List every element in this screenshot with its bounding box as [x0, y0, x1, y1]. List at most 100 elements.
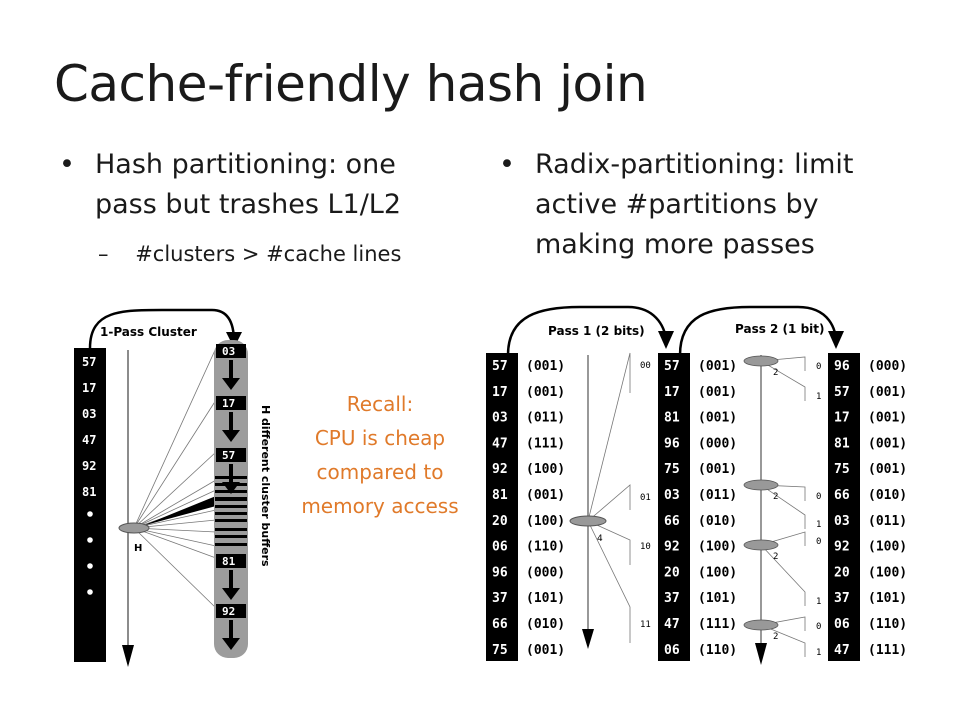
pass2-bit-label: 1 [816, 597, 821, 607]
key-value: 20 [664, 565, 680, 580]
pass2-hash [743, 539, 779, 551]
buffer-head [216, 554, 246, 568]
key-bits: (111) [698, 617, 737, 632]
key-bits: (001) [698, 385, 737, 400]
key-bits: (100) [868, 565, 907, 580]
key-bits: (001) [526, 385, 565, 400]
key-value: 92 [664, 540, 680, 555]
key-bits: (100) [868, 540, 907, 555]
key-value: 75 [492, 643, 508, 658]
ellipsis-dot [87, 589, 93, 595]
key-bits: (001) [868, 436, 907, 451]
ellipsis-dot [87, 537, 93, 543]
pass1-label: Pass 1 (2 bits) [548, 324, 645, 338]
left-bullet-line2: pass but trashes L1/L2 [95, 189, 402, 220]
input-value: 03 [82, 407, 96, 421]
key-value: 92 [834, 540, 850, 555]
key-bits: (101) [698, 591, 737, 606]
buffer-head-value: 17 [222, 397, 235, 410]
key-value: 96 [664, 436, 680, 451]
pass1-bit-label: 10 [640, 542, 651, 552]
input-value: 92 [82, 459, 96, 473]
key-bits: (110) [698, 643, 737, 658]
key-value: 03 [834, 514, 850, 529]
left-bullet: • Hash partitioning: one pass but trashe… [59, 145, 402, 225]
pass2-hash [743, 479, 779, 491]
key-value: 06 [492, 540, 508, 555]
buffer-head-value: 92 [222, 605, 235, 618]
key-value: 75 [834, 462, 850, 477]
key-bits: (111) [526, 436, 565, 451]
pass2-bit-label: 0 [816, 622, 821, 632]
key-bits: (001) [526, 488, 565, 503]
key-bits: (010) [868, 488, 907, 503]
key-value: 17 [664, 385, 680, 400]
pass-arrow [88, 308, 236, 349]
pass2-fanout: 2 [773, 492, 778, 502]
key-value: 57 [834, 385, 850, 400]
right-bullet-line3: making more passes [535, 229, 815, 260]
left-sub-bullet: – #clusters > #cache lines [98, 242, 401, 266]
right-bullet: • Radix-partitioning: limit active #part… [499, 145, 854, 265]
pass2-arrow [678, 305, 838, 356]
key-value: 37 [664, 591, 680, 606]
key-bits: (100) [526, 462, 565, 477]
key-value: 06 [664, 643, 680, 658]
key-value: 75 [664, 462, 680, 477]
buffer-head [216, 604, 246, 618]
buffer-head [216, 344, 246, 358]
recall-line4: memory access [301, 494, 459, 518]
key-value: 66 [834, 488, 850, 503]
key-value: 20 [834, 565, 850, 580]
key-value: 81 [834, 436, 850, 451]
buffer-head-value: 03 [222, 345, 235, 358]
pass2-bit-label: 0 [816, 362, 821, 372]
key-bits: (000) [868, 359, 907, 374]
key-bits: (001) [868, 411, 907, 426]
key-value: 06 [834, 617, 850, 632]
key-bits: (000) [526, 565, 565, 580]
key-bits: (001) [698, 359, 737, 374]
pass2-label: Pass 2 (1 bit) [735, 322, 825, 336]
key-value: 81 [492, 488, 508, 503]
key-bits: (100) [698, 540, 737, 555]
slide-title: Cache-friendly hash join [54, 55, 648, 113]
pass1-bit-label: 01 [640, 493, 651, 503]
bullet-dot: • [499, 149, 515, 180]
key-value: 66 [492, 617, 508, 632]
key-bits: (001) [526, 643, 565, 658]
col3-keys [828, 353, 860, 661]
key-bits: (100) [526, 514, 565, 529]
key-bits: (100) [698, 565, 737, 580]
pass1-hash [569, 515, 607, 527]
key-value: 37 [492, 591, 508, 606]
input-value: 47 [82, 433, 96, 447]
pass2-hash [743, 619, 779, 631]
recall-note: Recall: CPU is cheap compared to memory … [290, 387, 470, 523]
pass1-bit-label: 00 [640, 361, 651, 371]
key-bits: (010) [698, 514, 737, 529]
recall-line2: CPU is cheap [314, 426, 446, 450]
key-value: 03 [664, 488, 680, 503]
key-bits: (001) [868, 385, 907, 400]
pass2-bit-label: 0 [816, 537, 821, 547]
radix-partitioning-diagram: Pass 1 (2 bits) Pass 2 (1 bit) 57(001)17… [486, 305, 907, 665]
pass2-bit-label: 1 [816, 648, 821, 658]
key-value: 57 [492, 359, 508, 374]
ellipsis-dot [87, 511, 93, 517]
pass2-bit-label: 1 [816, 392, 821, 402]
key-bits: (101) [868, 591, 907, 606]
key-bits: (111) [868, 643, 907, 658]
key-value: 47 [834, 643, 850, 658]
pass1-fanout: 4 [597, 534, 603, 544]
key-bits: (011) [698, 488, 737, 503]
key-value: 47 [492, 436, 508, 451]
bullet-dot: • [59, 149, 75, 180]
hash-label: H [134, 543, 142, 554]
buffer-head [216, 448, 246, 462]
pass2-bit-label: 1 [816, 520, 821, 530]
pass-label: 1-Pass Cluster [100, 325, 197, 339]
key-bits: (101) [526, 591, 565, 606]
key-value: 96 [492, 565, 508, 580]
